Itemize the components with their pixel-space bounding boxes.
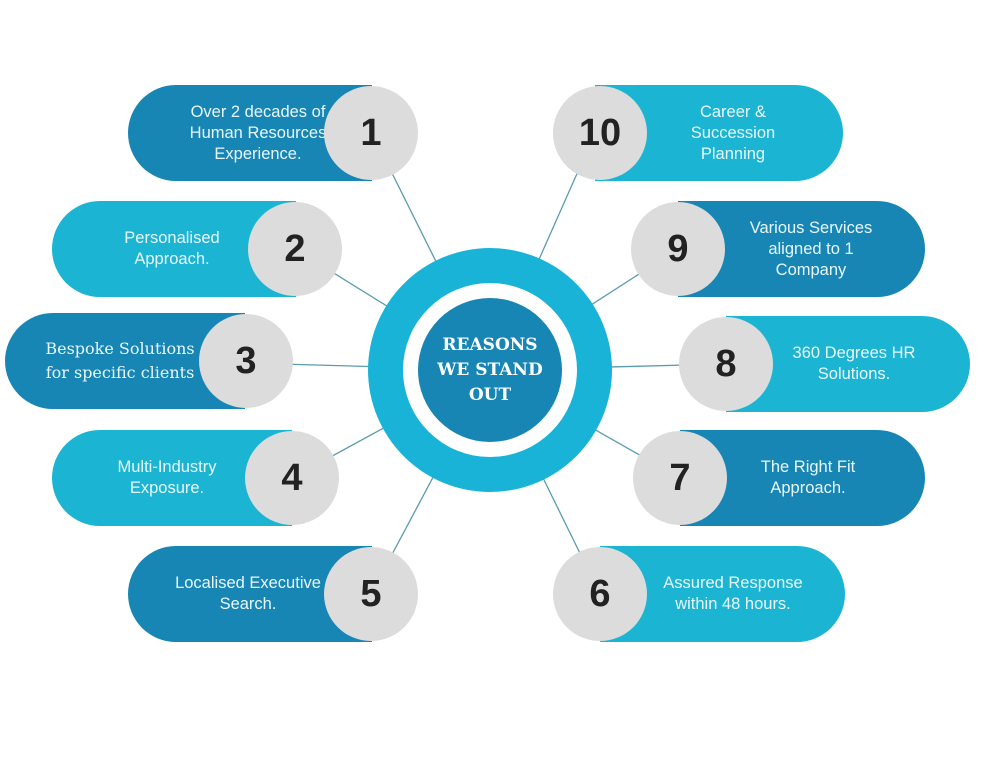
reason-text: Bespoke Solutions for specific clients bbox=[45, 339, 195, 382]
reason-text: 360 Degrees HR Solutions. bbox=[792, 344, 916, 383]
reason-number: 7 bbox=[633, 431, 727, 525]
reason-number: 8 bbox=[679, 317, 773, 411]
reason-text: Multi-Industry Exposure. bbox=[117, 458, 217, 497]
reason-text: Various Services aligned to 1 Company bbox=[749, 218, 873, 279]
reason-3: Bespoke Solutions for specific clients 3 bbox=[5, 313, 295, 409]
reason-1: Over 2 decades of Human Resources Experi… bbox=[128, 85, 418, 181]
reason-5: Localised Executive Search. 5 bbox=[128, 546, 418, 642]
reason-number: 10 bbox=[553, 86, 647, 180]
reason-2: Personalised Approach. 2 bbox=[52, 201, 342, 297]
reason-text: Career & Succession Planning bbox=[690, 102, 776, 163]
reason-number: 2 bbox=[248, 202, 342, 296]
center-title: REASONS WE STAND OUT bbox=[418, 298, 562, 442]
reason-9: Various Services aligned to 1 Company 9 bbox=[631, 201, 925, 297]
reason-text: The Right Fit Approach. bbox=[760, 458, 856, 497]
reason-4: Multi-Industry Exposure. 4 bbox=[52, 430, 342, 526]
reason-text: Assured Response within 48 hours. bbox=[663, 574, 803, 613]
reason-6: Assured Response within 48 hours. 6 bbox=[553, 546, 845, 642]
reason-7: The Right Fit Approach. 7 bbox=[633, 430, 925, 526]
reason-number: 4 bbox=[245, 431, 339, 525]
reason-number: 3 bbox=[199, 314, 293, 408]
reason-8: 360 Degrees HR Solutions. 8 bbox=[679, 316, 970, 412]
reason-text: Personalised Approach. bbox=[124, 229, 220, 268]
reason-text: Over 2 decades of Human Resources Experi… bbox=[189, 102, 327, 163]
reason-number: 6 bbox=[553, 547, 647, 641]
reason-text: Localised Executive Search. bbox=[175, 574, 321, 613]
reason-number: 9 bbox=[631, 202, 725, 296]
reason-number: 5 bbox=[324, 547, 418, 641]
reason-10: Career & Succession Planning 10 bbox=[553, 85, 843, 181]
reason-number: 1 bbox=[324, 86, 418, 180]
